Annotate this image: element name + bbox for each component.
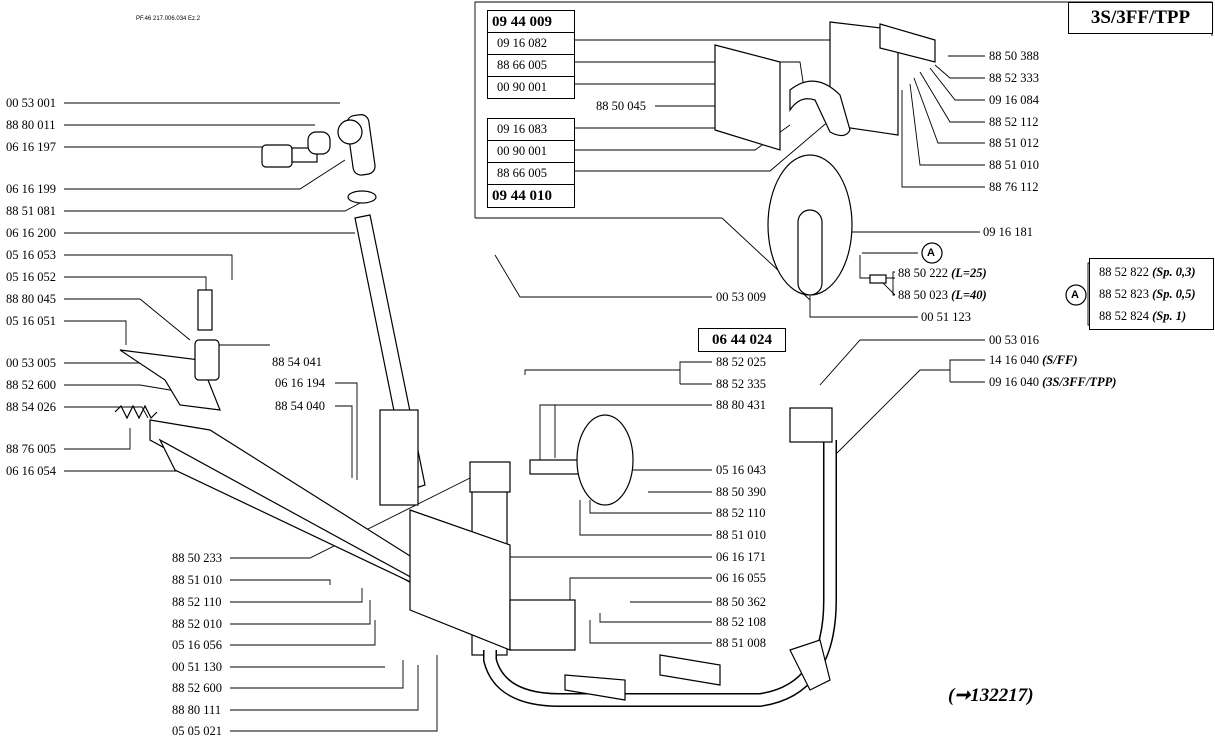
kit-top-item: 88 66 005 — [497, 58, 547, 72]
part-label: 06 16 199 — [6, 182, 56, 196]
variant-part: 88 52 822 — [1099, 265, 1149, 279]
kit-bottom-box: 09 16 083 00 90 001 88 66 005 09 44 010 — [487, 118, 575, 208]
part-label: 88 80 111 — [172, 703, 222, 717]
part-label: 88 51 010 — [989, 158, 1039, 172]
variant-note: (Sp. 0,3) — [1152, 265, 1196, 279]
kit-top-box: 09 44 009 09 16 082 88 66 005 00 90 001 — [487, 10, 575, 99]
kit-bottom-item: 09 16 083 — [497, 122, 547, 136]
kit-bottom-item: 88 66 005 — [497, 166, 547, 180]
part-label: 06 16 197 — [6, 140, 56, 154]
kit-top-item: 00 90 001 — [497, 80, 547, 94]
part-label: 00 53 005 — [6, 356, 56, 370]
part-label: 14 16 040 — [989, 353, 1039, 367]
part-label: 06 16 194 — [275, 376, 325, 390]
part-label: 88 52 600 — [172, 681, 222, 695]
part-label: 05 16 051 — [6, 314, 56, 328]
part-label: 88 50 390 — [716, 485, 766, 499]
part-label: 88 50 388 — [989, 49, 1039, 63]
part-label: 88 80 431 — [716, 398, 766, 412]
part-note: (L=40) — [951, 288, 987, 302]
part-note: (S/FF) — [1042, 353, 1078, 367]
part-label: 00 53 009 — [716, 290, 766, 304]
part-label: 05 05 021 — [172, 724, 222, 738]
marker-a: A — [927, 247, 935, 259]
part-label: 88 52 108 — [716, 615, 766, 629]
part-label: 88 50 362 — [716, 595, 766, 609]
part-label: 88 52 112 — [989, 115, 1039, 129]
part-label: 88 50 222 — [898, 266, 948, 280]
kit-bottom-title: 09 44 010 — [492, 188, 552, 204]
part-label: 00 51 123 — [921, 310, 971, 324]
kit-top-item: 09 16 082 — [497, 36, 547, 50]
kit-bottom-item: 00 90 001 — [497, 144, 547, 158]
part-label: 88 52 335 — [716, 377, 766, 391]
doc-code: PF.46 217.006.034 Ez.2 — [136, 16, 201, 22]
part-label: 88 50 233 — [172, 551, 222, 565]
variant-part: 88 52 823 — [1099, 287, 1149, 301]
part-label: 88 52 600 — [6, 378, 56, 392]
part-label: 09 16 181 — [983, 225, 1033, 239]
part-label: 05 16 052 — [6, 270, 56, 284]
part-label: 88 51 010 — [172, 573, 222, 587]
part-label: 88 51 081 — [6, 204, 56, 218]
part-note: (3S/3FF/TPP) — [1042, 375, 1117, 389]
part-label: 88 80 011 — [6, 118, 56, 132]
part-label: 88 50 045 — [596, 99, 646, 113]
part-label: 00 53 016 — [989, 333, 1039, 347]
part-label: 05 16 053 — [6, 248, 56, 262]
part-label: 06 16 055 — [716, 571, 766, 585]
part-label: 88 76 005 — [6, 442, 56, 456]
part-label: 88 52 110 — [716, 506, 766, 520]
part-label: 88 52 110 — [172, 595, 222, 609]
part-note: (L=25) — [951, 266, 987, 280]
model-label: 3S/3FF/TPP — [1068, 2, 1213, 34]
part-label: 06 16 171 — [716, 550, 766, 564]
part-label: 88 54 040 — [275, 399, 325, 413]
part-label: 05 16 043 — [716, 463, 766, 477]
part-label: 88 51 008 — [716, 636, 766, 650]
part-label: 88 52 010 — [172, 617, 222, 631]
part-label: 88 51 012 — [989, 136, 1039, 150]
part-label: 09 16 040 — [989, 375, 1039, 389]
part-label: 88 54 026 — [6, 400, 56, 414]
part-label: 00 51 130 — [172, 660, 222, 674]
part-label: 88 52 025 — [716, 355, 766, 369]
part-label: 88 54 041 — [272, 355, 322, 369]
part-label: 88 52 333 — [989, 71, 1039, 85]
kit-mid-box: 06 44 024 — [698, 328, 786, 352]
part-label: 09 16 084 — [989, 93, 1039, 107]
marker-circles — [921, 242, 1087, 306]
variant-part: 88 52 824 — [1099, 309, 1149, 323]
variants-box: 88 52 822 (Sp. 0,3) 88 52 823 (Sp. 0,5) … — [1089, 258, 1214, 330]
part-label: 88 76 112 — [989, 180, 1039, 194]
marker-a: A — [1071, 289, 1079, 301]
part-sketches — [114, 21, 936, 707]
reference-note: (➞132217) — [948, 685, 1034, 706]
part-label: 06 16 054 — [6, 464, 56, 478]
part-label: 05 16 056 — [172, 638, 222, 652]
part-label: 88 51 010 — [716, 528, 766, 542]
kit-top-title: 09 44 009 — [492, 14, 552, 30]
part-label: 00 53 001 — [6, 96, 56, 110]
part-label: 06 16 200 — [6, 226, 56, 240]
variant-note: (Sp. 0,5) — [1152, 287, 1196, 301]
part-label: 88 80 045 — [6, 292, 56, 306]
part-label: 88 50 023 — [898, 288, 948, 302]
variant-note: (Sp. 1) — [1152, 309, 1187, 323]
